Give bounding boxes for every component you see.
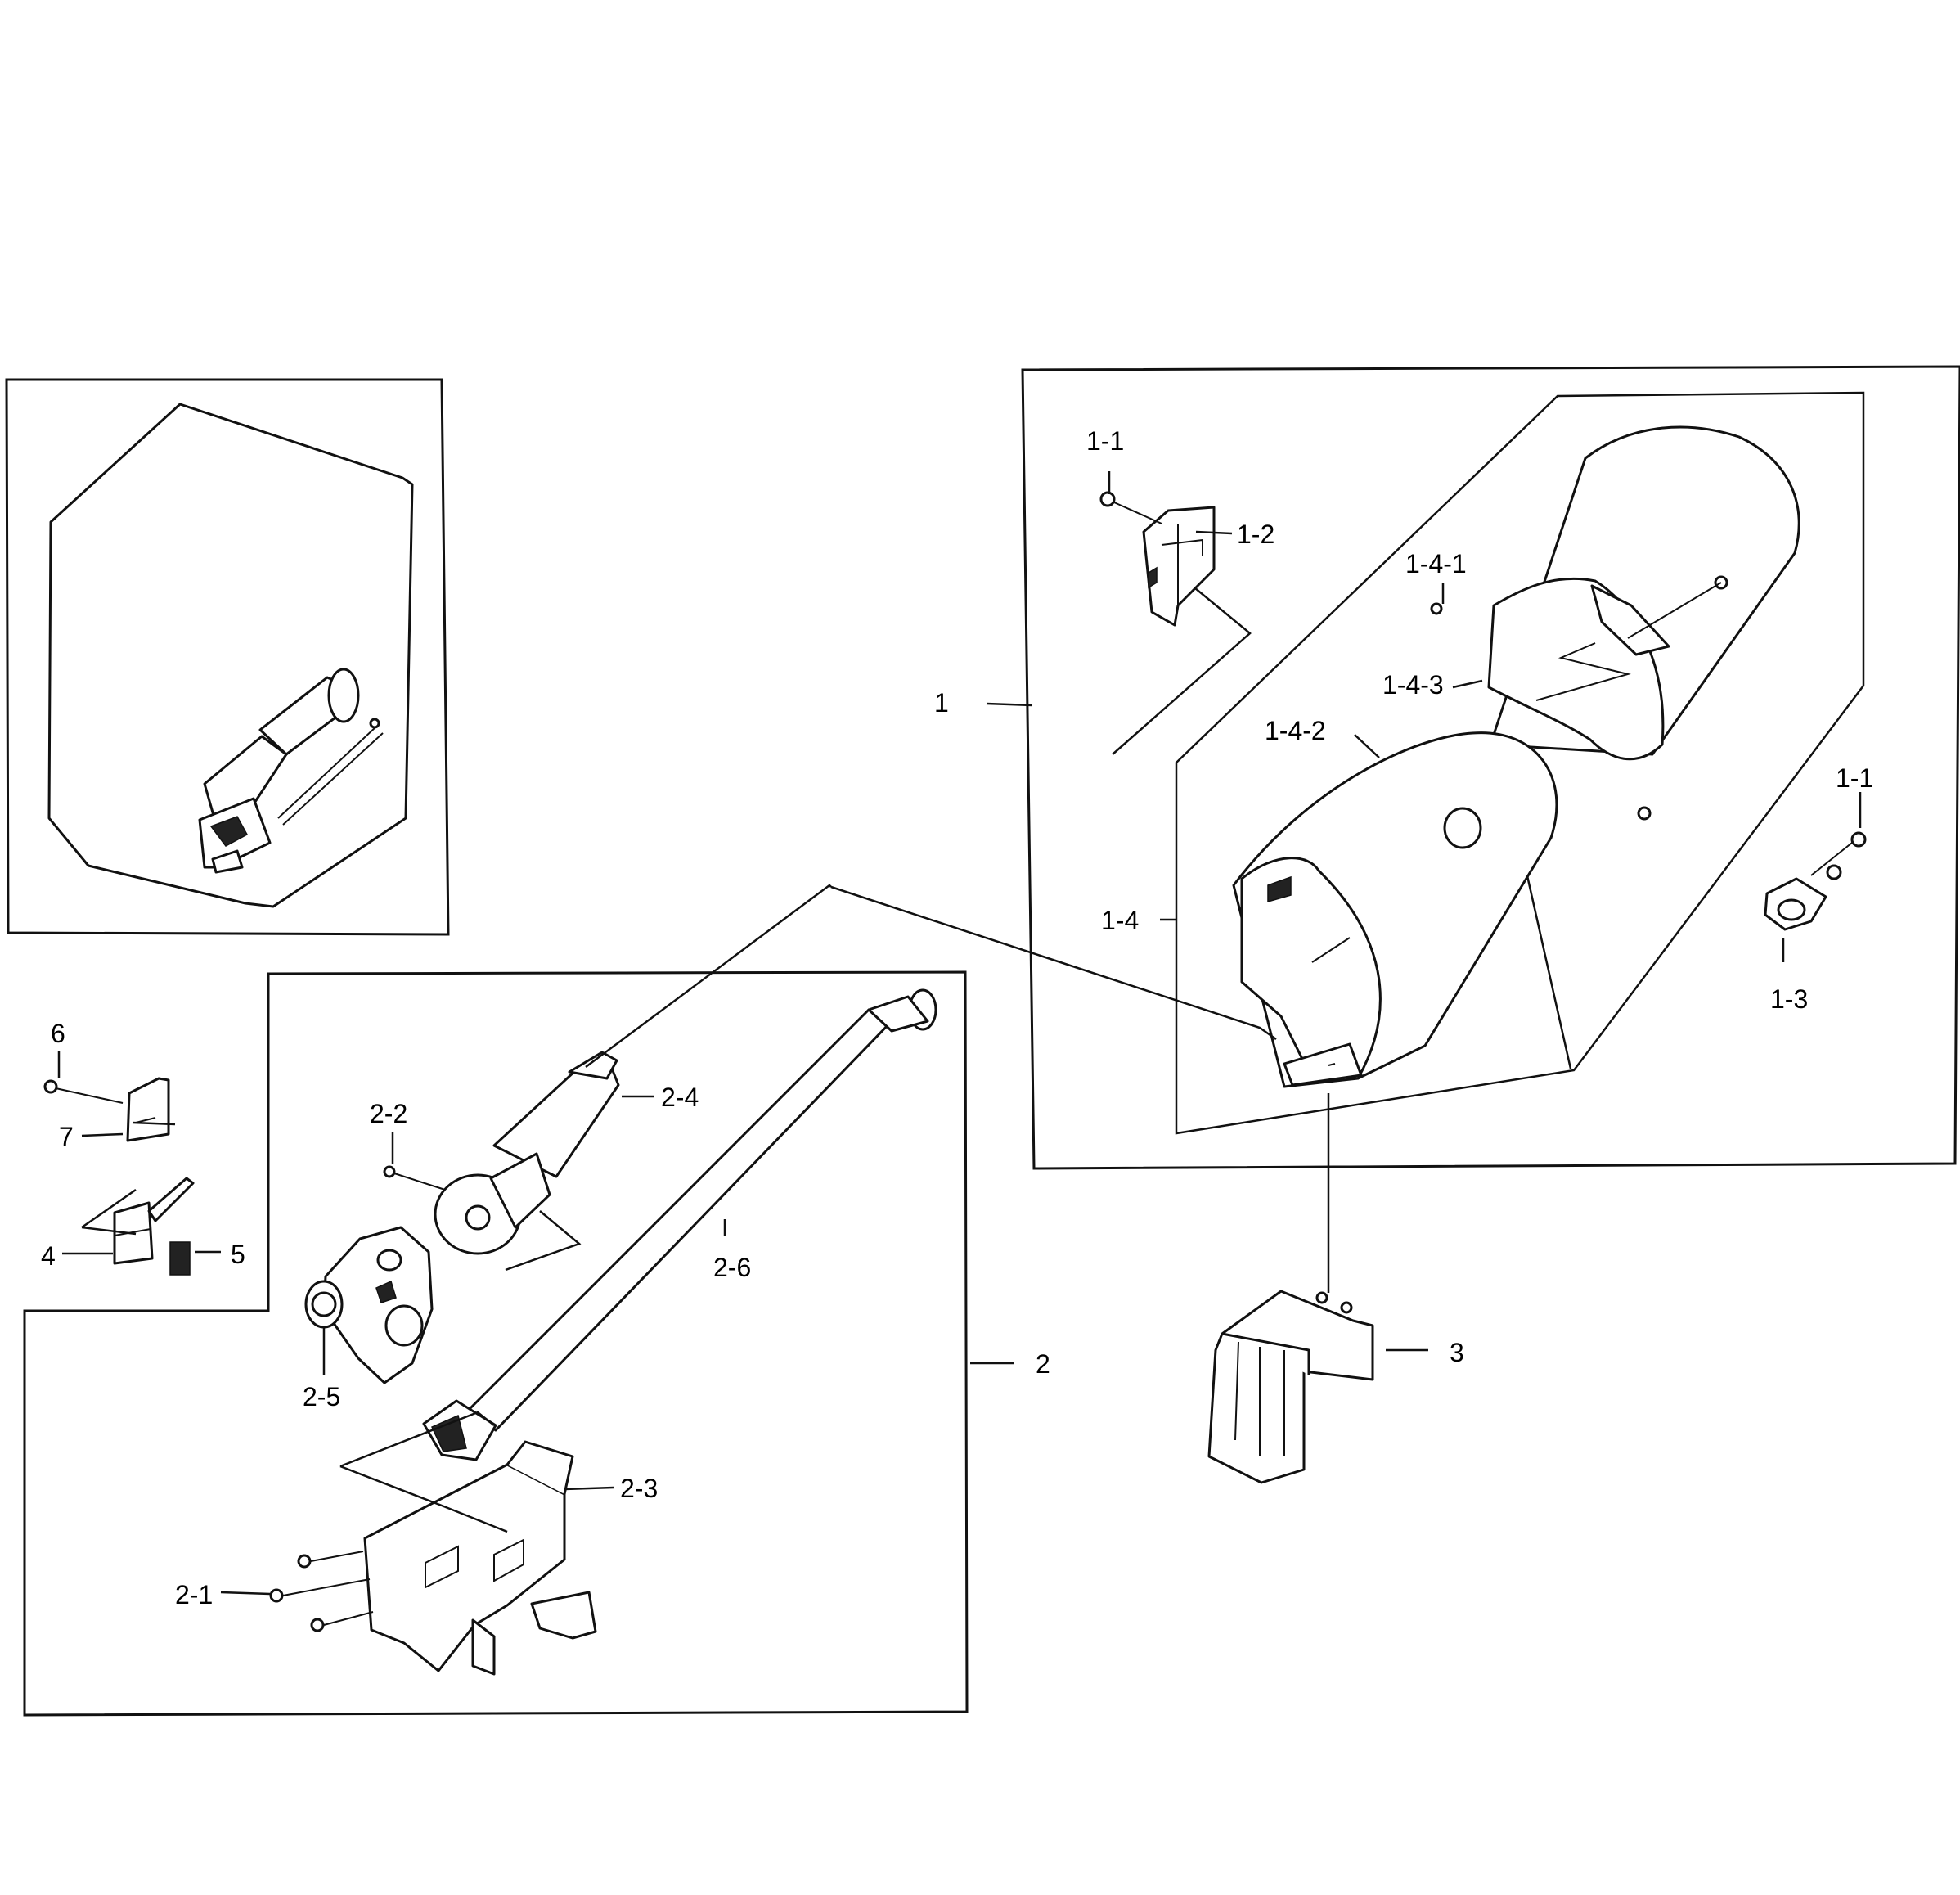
group-2-frame — [23, 970, 969, 1717]
callout-1: 1 — [934, 688, 949, 718]
part-5-element — [169, 1241, 191, 1276]
callout-4: 4 — [41, 1241, 56, 1271]
part-2-1-screws — [269, 1551, 374, 1632]
callout-2-2: 2-2 — [370, 1099, 407, 1128]
callout-5: 5 — [231, 1240, 245, 1269]
callout-3: 3 — [1450, 1338, 1464, 1367]
callout-1-1-right: 1-1 — [1836, 763, 1873, 793]
part-1-2-bracket — [1142, 506, 1216, 627]
callout-1-4-1: 1-4-1 — [1405, 549, 1467, 578]
part-2-6-tube — [422, 988, 937, 1461]
callout-2-3: 2-3 — [620, 1474, 658, 1503]
part-2-3-bracket — [363, 1440, 597, 1676]
part-3-bracket — [1207, 1290, 1374, 1484]
callout-1-2: 1-2 — [1237, 520, 1274, 549]
part-1-1-screw-top — [1099, 491, 1162, 524]
callout-6: 6 — [51, 1019, 65, 1048]
callout-2-5: 2-5 — [303, 1382, 340, 1411]
callout-labels: 1-1 1-2 1-4-1 1-4-3 1 1-4-2 1-1 1-4 1-3 … — [41, 426, 1873, 1609]
part-1-4-duct-front — [1232, 731, 1558, 1088]
callout-1-4-3: 1-4-3 — [1382, 670, 1444, 700]
part-1-3-sensor — [1764, 831, 1867, 931]
callout-2-4: 2-4 — [661, 1083, 699, 1112]
overview-burner-assembly — [198, 668, 384, 874]
part-2-5-valve — [304, 1226, 434, 1384]
callout-7: 7 — [59, 1122, 74, 1151]
part-7-bracket — [126, 1077, 170, 1142]
callout-1-4-2: 1-4-2 — [1265, 716, 1326, 745]
callout-1-3: 1-3 — [1770, 984, 1808, 1014]
callout-1-1-top: 1-1 — [1086, 426, 1124, 456]
callout-2-1: 2-1 — [175, 1580, 213, 1609]
overview-inset — [5, 378, 450, 936]
part-1-4-3-duct-back — [1430, 425, 1800, 821]
callout-2: 2 — [1036, 1349, 1050, 1379]
group-1-frame — [1021, 365, 1960, 1170]
callout-2-6: 2-6 — [713, 1253, 751, 1282]
part-2-2-screw — [383, 1165, 446, 1191]
part-6-screw — [43, 1079, 124, 1104]
callout-1-4: 1-4 — [1101, 906, 1139, 935]
part-2-4-burner — [434, 1051, 620, 1255]
leader-lines — [57, 471, 1862, 1596]
